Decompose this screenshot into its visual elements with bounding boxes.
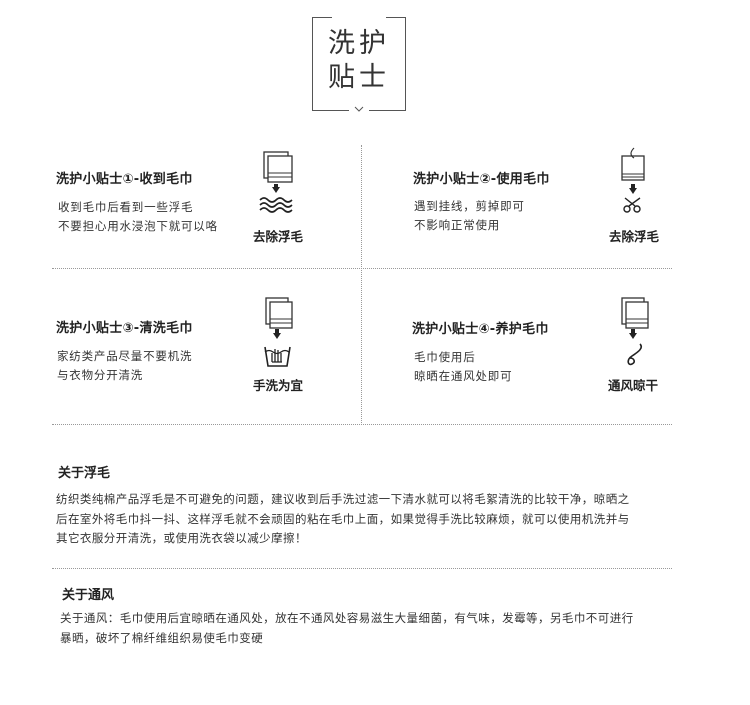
tip-1-title: 洗护小贴士①-收到毛巾 (56, 172, 193, 187)
tip-3-title: 洗护小贴士③-清洗毛巾 (56, 321, 193, 336)
page-title: 洗护 贴士 (312, 27, 406, 95)
tip-4-line-1: 毛巾使用后 (414, 350, 476, 364)
divider-horizontal-mid (52, 268, 672, 269)
section-1-title: 关于浮毛 (58, 466, 111, 481)
divider-horizontal-sections (52, 568, 672, 569)
chevron-down-icon (349, 103, 369, 115)
section-1-body: 纺织类纯棉产品浮毛是不可避免的问题，建议收到后手洗过滤一下清水就可以将毛絮清洗的… (56, 490, 630, 549)
towel-airdry-icon (618, 296, 650, 376)
section-1-line-1: 纺织类纯棉产品浮毛是不可避免的问题，建议收到后手洗过滤一下清水就可以将毛絮清洗的… (56, 492, 630, 506)
tip-2-line-2: 不影响正常使用 (414, 218, 501, 232)
tip-2-title: 洗护小贴士②-使用毛巾 (413, 172, 550, 187)
towel-handwash-icon (262, 296, 294, 374)
divider-vertical (361, 145, 362, 423)
tip-3-caption: 手洗为宜 (252, 378, 303, 393)
page-title-line2: 贴士 (328, 62, 390, 93)
tip-4-title: 洗护小贴士④-养护毛巾 (412, 322, 549, 337)
divider-horizontal-grid-bottom (52, 424, 672, 425)
tip-1-line-1: 收到毛巾后看到一些浮毛 (58, 200, 194, 214)
towel-soak-icon (258, 150, 298, 220)
section-2-line-2: 暴晒，破坏了棉纤维组织易使毛巾变硬 (60, 630, 264, 645)
tip-3-line-2: 与衣物分开清洗 (57, 368, 144, 382)
tip-2-line-1: 遇到挂线，剪掉即可 (414, 199, 525, 213)
tip-2-caption: 去除浮毛 (608, 229, 659, 244)
section-2-line-1: 关于通风：毛巾使用后宜晾晒在通风处，放在不通风处容易滋生大量细菌，有气味，发霉等… (60, 611, 634, 625)
section-2-title: 关于通风 (62, 588, 115, 603)
towel-scissors-icon (616, 146, 650, 220)
tip-1-line-2: 不要担心用水浸泡下就可以咯 (58, 219, 218, 233)
section-1-line-3: 其它衣服分开清洗，或使用洗衣袋以减少摩擦！ (56, 531, 307, 545)
section-2-body: 关于通风：毛巾使用后宜晾晒在通风处，放在不通风处容易滋生大量细菌，有气味，发霉等… (60, 609, 634, 648)
tip-3-line-1: 家纺类产品尽量不要机洗 (57, 349, 193, 363)
header-frame: 洗护 贴士 (312, 17, 406, 115)
tip-1-caption: 去除浮毛 (252, 229, 303, 244)
page-title-line1: 洗护 (328, 28, 390, 59)
tip-4-line-2: 晾晒在通风处即可 (414, 369, 513, 383)
tip-4-caption: 通风晾干 (607, 378, 658, 393)
section-1-line-2: 后在室外将毛巾抖一抖、这样浮毛就不会顽固的粘在毛巾上面，如果觉得手洗比较麻烦，就… (56, 511, 630, 526)
